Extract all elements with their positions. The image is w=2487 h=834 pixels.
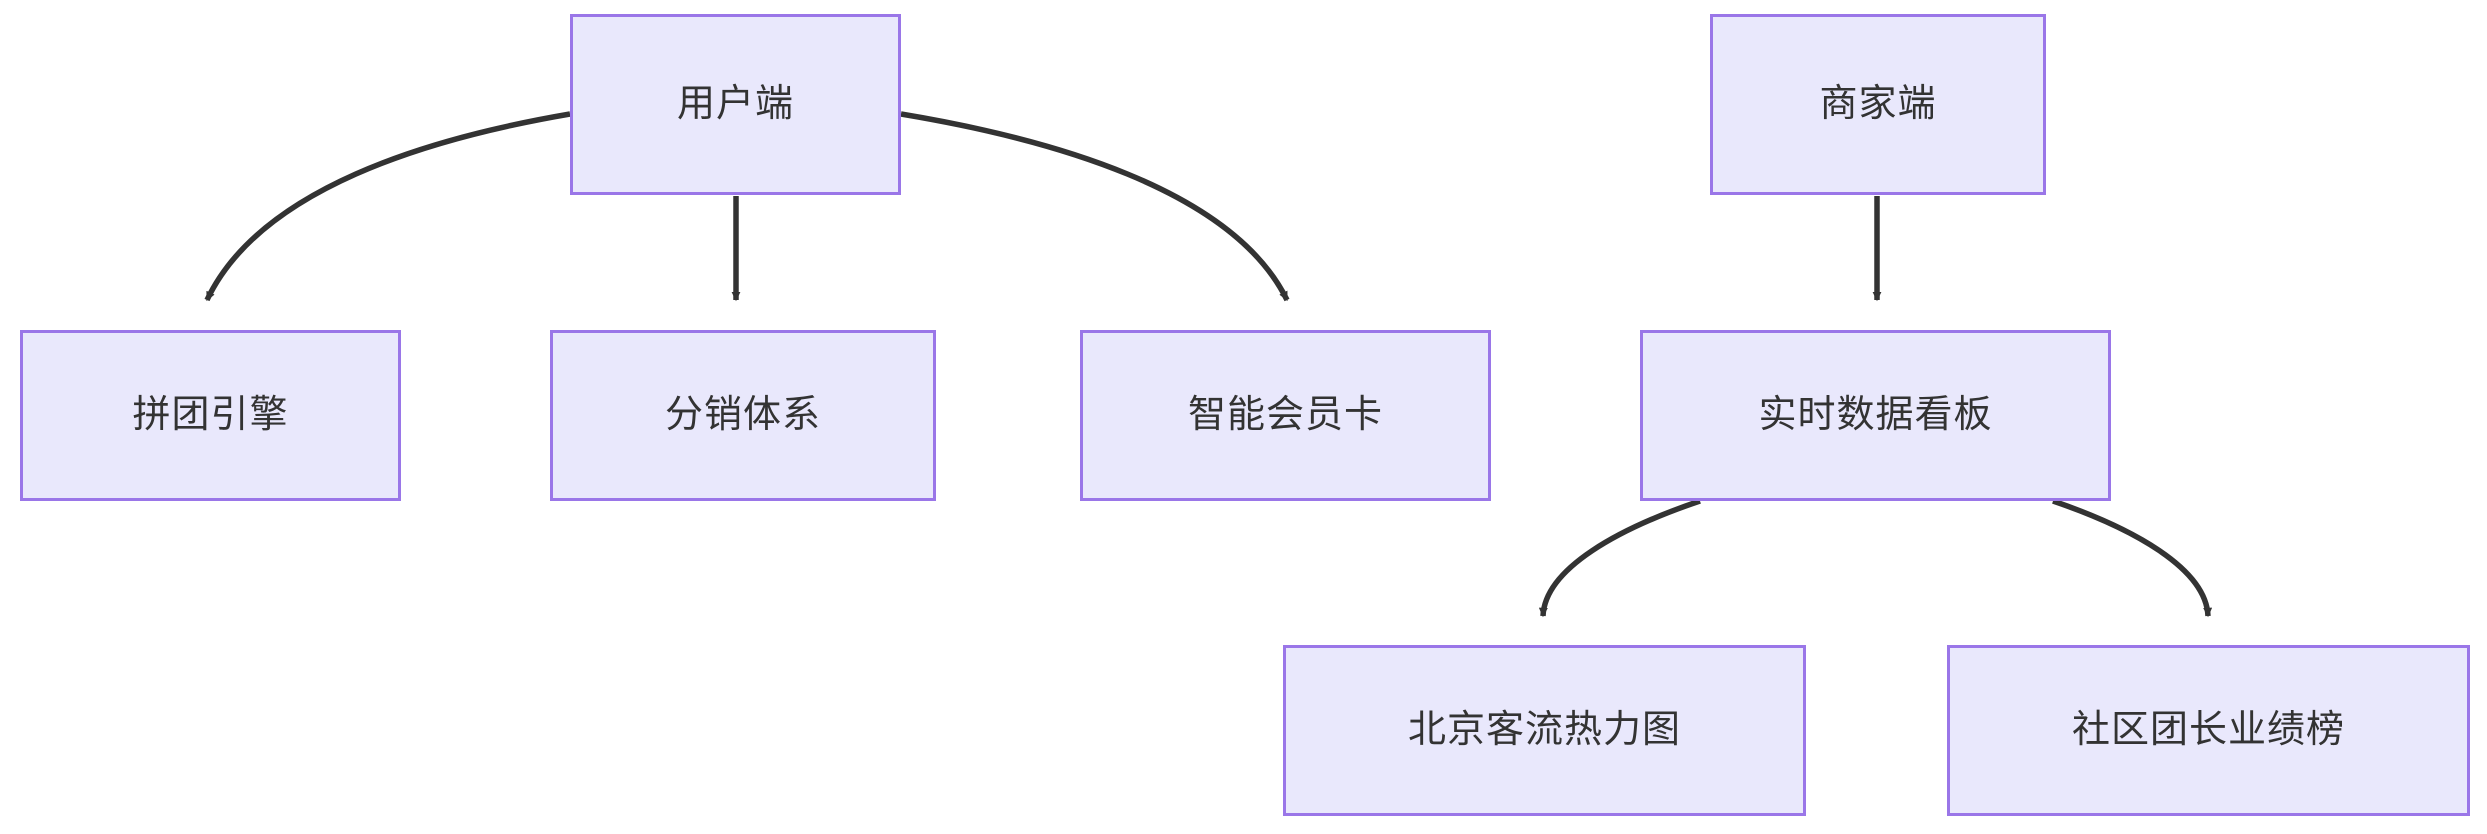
node-user-client[interactable]: 用户端 xyxy=(570,14,901,195)
edge-user-to-groupbuy xyxy=(204,111,571,302)
edge-dashboard-to-heatmap xyxy=(1538,498,1701,618)
node-label: 用户端 xyxy=(676,82,794,125)
node-beijing-flow-heatmap[interactable]: 北京客流热力图 xyxy=(1283,645,1806,816)
node-merchant-client[interactable]: 商家端 xyxy=(1710,14,2046,195)
node-label: 北京客流热力图 xyxy=(1407,708,1681,751)
node-label: 商家端 xyxy=(1819,82,1937,125)
node-label: 智能会员卡 xyxy=(1187,393,1383,436)
node-label: 分销体系 xyxy=(664,393,821,436)
edge-dashboard-to-ranking xyxy=(2052,498,2213,618)
node-label: 拼团引擎 xyxy=(132,393,289,436)
edge-user-to-membercard xyxy=(900,111,1290,302)
node-smart-member-card[interactable]: 智能会员卡 xyxy=(1080,330,1491,501)
node-community-leader-ranking[interactable]: 社区团长业绩榜 xyxy=(1947,645,2470,816)
node-distribution-system[interactable]: 分销体系 xyxy=(550,330,936,501)
node-group-buy-engine[interactable]: 拼团引擎 xyxy=(20,330,401,501)
node-label: 社区团长业绩榜 xyxy=(2071,708,2345,751)
node-realtime-dashboard[interactable]: 实时数据看板 xyxy=(1640,330,2111,501)
node-label: 实时数据看板 xyxy=(1758,393,1993,436)
